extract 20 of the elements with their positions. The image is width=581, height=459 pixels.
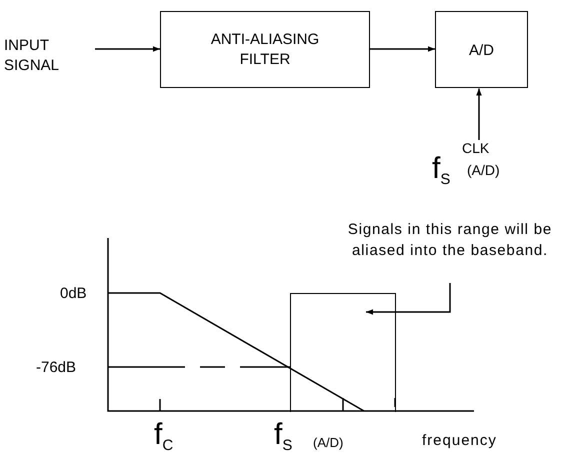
clock-label: f$_{S}$ [432, 152, 450, 190]
box-label: ANTI-ALIASING FILTER [210, 30, 320, 70]
arrow [476, 88, 482, 140]
input-label: INPUT SIGNAL [4, 36, 60, 76]
arrow [370, 46, 435, 52]
clock-label: CLK [462, 140, 490, 156]
box-label: A/D [468, 42, 495, 60]
annotation-text: Signals in this range will be aliased into the baseband. [346, 220, 554, 261]
alias-region-box [290, 293, 396, 412]
axis-title: frequency [422, 431, 497, 450]
axis-label: -76dB [36, 358, 76, 377]
process-box [435, 11, 528, 88]
leader-line [366, 283, 451, 315]
arrow [95, 46, 160, 52]
axis-label: f$_{S}$ [274, 418, 292, 456]
process-box [160, 11, 370, 88]
axis-label: (A/D) [313, 434, 344, 451]
clock-label: (A/D) [467, 162, 500, 178]
axis-label: f$_{C}$ [154, 418, 174, 456]
axis-label: 0dB [60, 284, 87, 303]
